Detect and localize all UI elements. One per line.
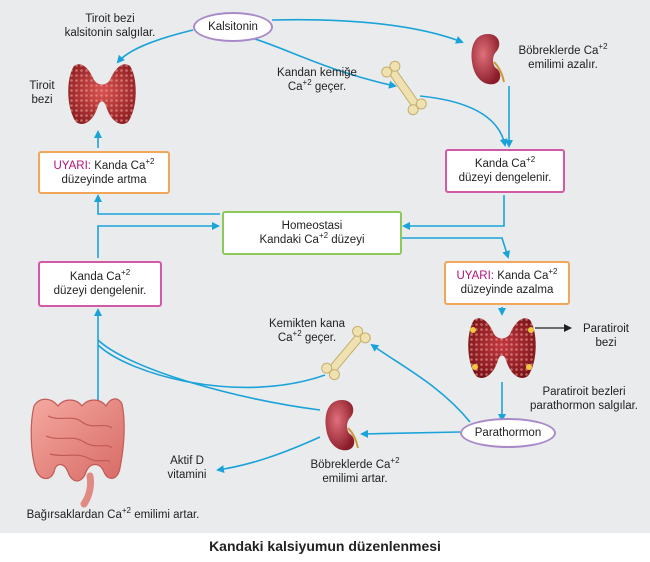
bone-icon [381,60,427,116]
arrow-bone-to-left [97,344,326,389]
arrow-calcitonin-to-thyroid [116,29,194,64]
diagram-caption: Kandaki kalsiyumun düzenlenmesi [209,538,441,554]
arrow-kidney-to-vitamin-d [216,436,321,474]
arrow-bone-to-box [419,95,508,147]
calcitonin-node: Kalsitonin [193,12,273,42]
thyroid-icon [68,64,136,125]
arrow-calcitonin-to-kidney [271,18,464,44]
arrow-parathormone-to-bone [370,343,471,423]
parathormone-node: Parathormon [460,418,556,448]
warning-fall-box: UYARI: Kanda Ca+2 düzeyinde azalma [444,261,570,305]
arrow-parathormone-to-kidney [360,429,461,438]
arrow-box-to-homeostasis [402,195,505,230]
blood-to-bone-label: Kandan kemiğe Ca+2 geçer. [277,67,357,93]
kidney-icon [471,34,505,85]
parathyroid-icon [468,318,536,379]
balanced-box-right: Kanda Ca+2 düzeyi dengelenir. [445,149,565,193]
homeostasis-box: Homeostasi Kandaki Ca+2 düzeyi [222,211,402,255]
kidney-absorb-more-label: Böbreklerde Ca+2 emilimi artar. [310,456,400,485]
balanced-box-left: Kanda Ca+2 düzeyi dengelenir. [38,261,162,307]
bone-icon [321,325,371,381]
arrow-calcitonin-to-bone [251,37,397,89]
arrow-kidney-to-left [97,339,321,411]
warning-rise-box: UYARI: Kanda Ca+2 düzeyinde artma [38,151,170,194]
bone-to-blood-label: Kemikten kana Ca+2 geçer. [268,318,346,344]
intestine-icon [30,398,125,508]
arrow-homeostasis-to-warning-fall [400,237,511,259]
arrow-layer [94,18,572,474]
arrow-left-box-to-homeostasis [97,222,220,258]
arrow-homeostasis-to-warning-rise [94,194,220,215]
kidney-icon [325,400,359,451]
intestine-absorb-label: Bağırsaklardan Ca+2 emilimi artar. [26,506,200,521]
kidney-absorb-less-label: Böbreklerde Ca+2 emilimi azalır. [518,42,608,71]
